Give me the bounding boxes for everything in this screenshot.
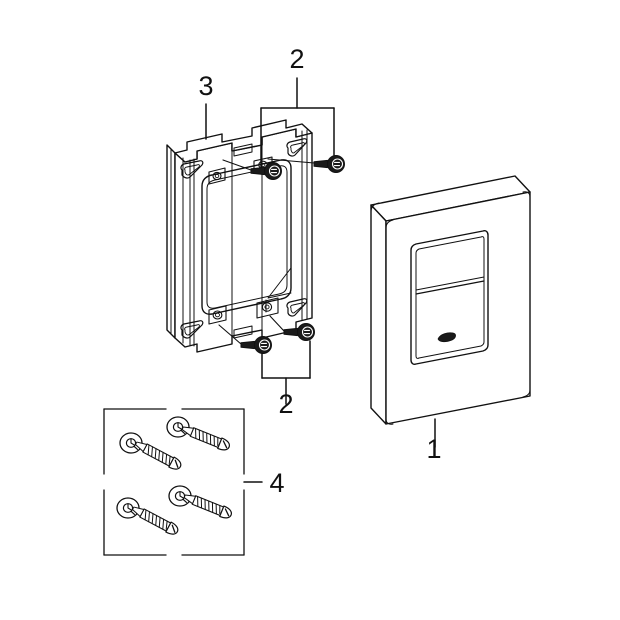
callout-label-2-bottom: 2 — [278, 389, 293, 419]
frame-slot-bottom-right — [286, 298, 308, 317]
callout-label-1: 1 — [426, 434, 441, 464]
fastener-pair-2 — [119, 432, 184, 473]
fastener-pair-4 — [116, 497, 181, 538]
frame-boss-lower-right — [256, 297, 279, 319]
frame-boss-upper-left — [208, 167, 226, 185]
fastener-pair-1 — [166, 416, 232, 453]
faceplate-button[interactable] — [410, 230, 489, 365]
frame-slot-top-left — [180, 160, 204, 179]
actuation-faceplate — [370, 175, 531, 425]
fastener-kit — [103, 408, 245, 556]
fastener-kit-box — [103, 408, 245, 556]
callout-label-3: 3 — [198, 71, 213, 101]
frame-slot-bottom-left — [180, 320, 204, 339]
callout-numbers: 3 2 2 1 4 — [198, 44, 441, 498]
mounting-frame — [166, 119, 313, 353]
frame-slot-top-right — [286, 138, 308, 157]
callout-leader-lines — [205, 77, 436, 483]
upper-mounting-screws — [222, 154, 346, 181]
callout-label-4: 4 — [269, 468, 284, 498]
frame-boss-lower-left — [208, 305, 227, 325]
lower-mounting-screws — [218, 315, 316, 355]
brand-emblem — [437, 332, 456, 343]
callout-label-2-top: 2 — [289, 44, 304, 74]
fastener-pair-3 — [168, 485, 234, 521]
